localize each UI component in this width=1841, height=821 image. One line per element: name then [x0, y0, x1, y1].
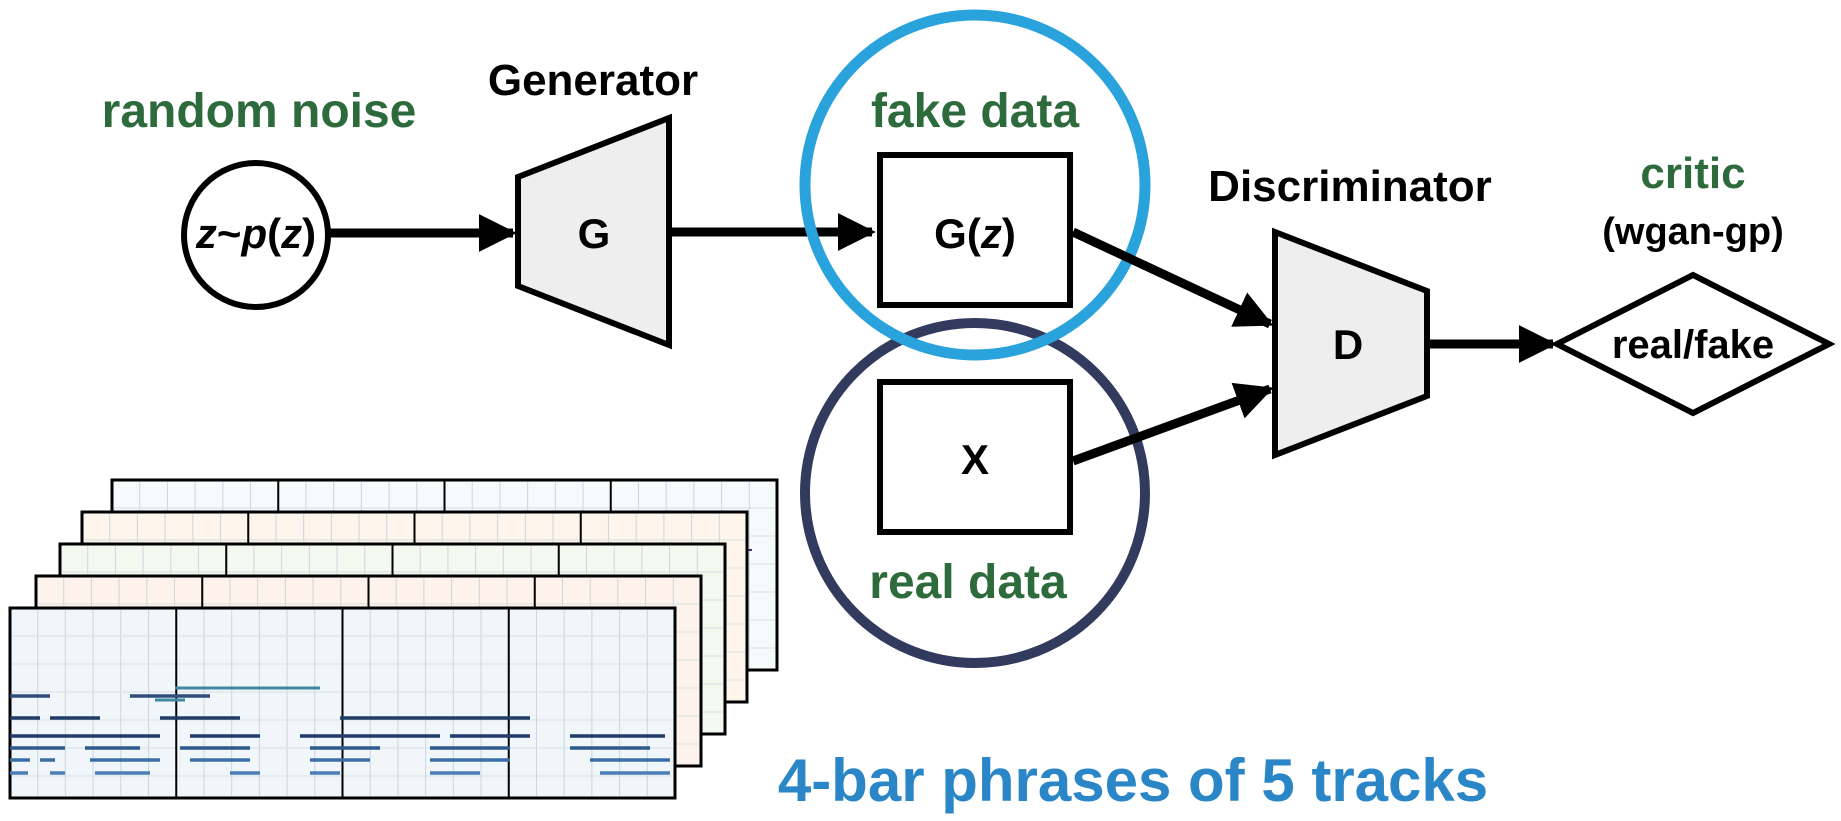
caption: 4-bar phrases of 5 tracks [778, 747, 1488, 814]
fake-data-label: fake data [871, 85, 1079, 138]
noise-node [181, 160, 331, 310]
discriminator-block-label: D [1333, 321, 1363, 368]
generator-block [515, 113, 672, 350]
arrow-fake-to-discriminator [1071, 227, 1274, 329]
generator-block-label: G [578, 210, 611, 257]
random-noise-label: random noise [102, 85, 417, 138]
critic-method-label: (wgan-gp) [1602, 211, 1784, 253]
noise-formula: z~p(z) [195, 210, 316, 257]
real-data-label: real data [869, 556, 1067, 609]
output-label: real/fake [1612, 323, 1774, 367]
generator-label: Generator [488, 56, 698, 105]
fake-sample-label: G(z) [934, 210, 1016, 257]
real-data-circle [800, 318, 1150, 668]
discriminator-label: Discriminator [1208, 162, 1492, 211]
discriminator-block [1272, 227, 1430, 460]
real-sample-box [877, 379, 1073, 535]
pianoroll-stack [8, 478, 779, 800]
critic-label: critic [1640, 149, 1745, 198]
real-sample-label: X [961, 436, 989, 483]
fake-data-circle [799, 9, 1151, 361]
fake-sample-box [877, 152, 1073, 308]
arrow-real-to-discriminator [1071, 382, 1274, 466]
output-diamond [1550, 271, 1836, 417]
track-panel [8, 606, 677, 800]
